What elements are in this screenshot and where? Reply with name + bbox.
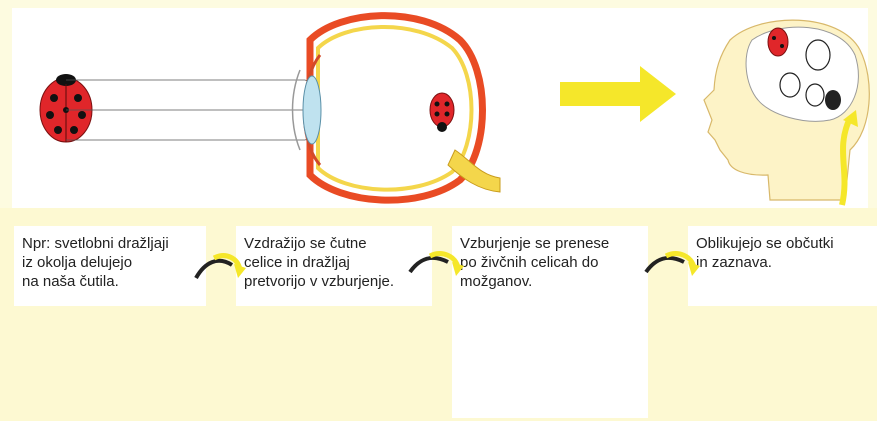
curved-arrow-icon [196, 256, 246, 278]
curved-arrow-icon [646, 254, 700, 276]
curved-arrow-icon [410, 254, 464, 276]
